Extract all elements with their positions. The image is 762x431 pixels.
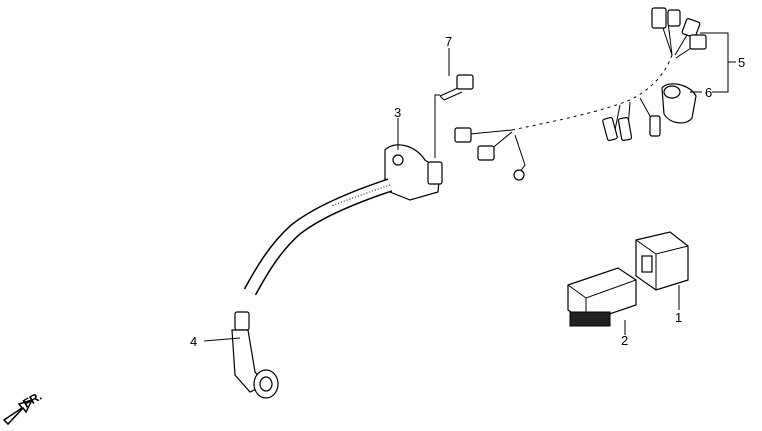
callout-7: 7 [445,34,452,49]
ignition-coil [243,144,443,296]
wire-harness [454,7,707,181]
rubber-cap [661,83,697,124]
callout-3: 3 [394,105,401,120]
callout-6: 6 [705,85,712,100]
relay [567,267,637,327]
rubber-holder [635,231,689,291]
callout-5: 5 [738,55,745,70]
front-direction-arrow-icon [2,398,34,426]
leader-lines [203,32,736,342]
callout-2: 2 [621,333,628,348]
bolt [439,74,474,101]
spark-plug-cap [231,311,279,399]
callout-1: 1 [675,310,682,325]
callout-4: 4 [190,334,197,349]
